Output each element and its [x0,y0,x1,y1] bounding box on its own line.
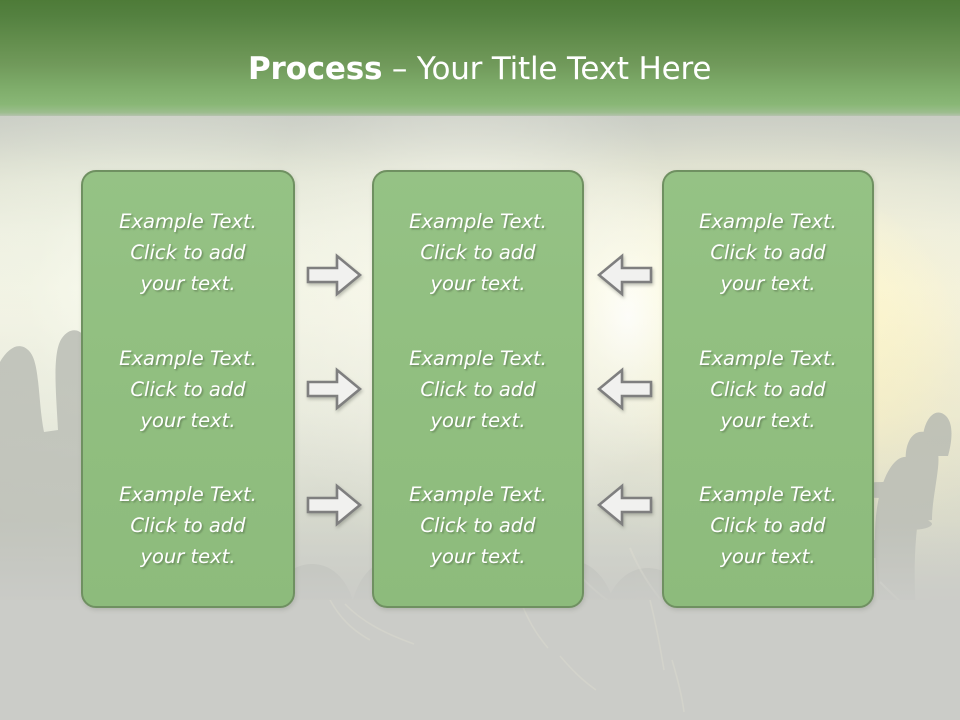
process-cell[interactable]: Example Text. Click to add your text. [382,457,574,594]
process-cell-text: Example Text. Click to add your text. [409,209,547,295]
page-title-bold: Process [248,51,383,87]
process-cell-text: Example Text. Click to add your text. [699,209,837,295]
process-cell-text: Example Text. Click to add your text. [119,483,257,569]
arrow-left-icon[interactable] [597,253,653,297]
arrow-left-icon[interactable] [597,483,653,527]
process-cell[interactable]: Example Text. Click to add your text. [382,321,574,458]
process-cell-text: Example Text. Click to add your text. [409,346,547,432]
process-cell[interactable]: Example Text. Click to add your text. [672,321,864,458]
process-cell[interactable]: Example Text. Click to add your text. [91,321,285,458]
process-cell[interactable]: Example Text. Click to add your text. [672,457,864,594]
arrow-left-icon[interactable] [597,367,653,411]
background-bottom-streaks [329,600,685,713]
process-cell[interactable]: Example Text. Click to add your text. [672,184,864,321]
process-cell-text: Example Text. Click to add your text. [119,346,257,432]
page-title-rest: – Your Title Text Here [382,51,712,87]
arrow-right-icon[interactable] [306,253,362,297]
process-cell[interactable]: Example Text. Click to add your text. [91,457,285,594]
arrow-right-icon[interactable] [306,483,362,527]
process-cell-text: Example Text. Click to add your text. [119,209,257,295]
process-column-2[interactable]: Example Text. Click to add your text. Ex… [372,170,584,608]
process-column-3[interactable]: Example Text. Click to add your text. Ex… [662,170,874,608]
background-bottom-band [0,600,960,720]
process-column-1[interactable]: Example Text. Click to add your text. Ex… [81,170,295,608]
process-cell-text: Example Text. Click to add your text. [409,483,547,569]
process-cell[interactable]: Example Text. Click to add your text. [382,184,574,321]
process-cell-text: Example Text. Click to add your text. [699,483,837,569]
arrow-right-icon[interactable] [306,367,362,411]
process-cell[interactable]: Example Text. Click to add your text. [91,184,285,321]
title-band: Process – Your Title Text Here [0,0,960,116]
page-title: Process – Your Title Text Here [248,49,711,89]
process-cell-text: Example Text. Click to add your text. [699,346,837,432]
